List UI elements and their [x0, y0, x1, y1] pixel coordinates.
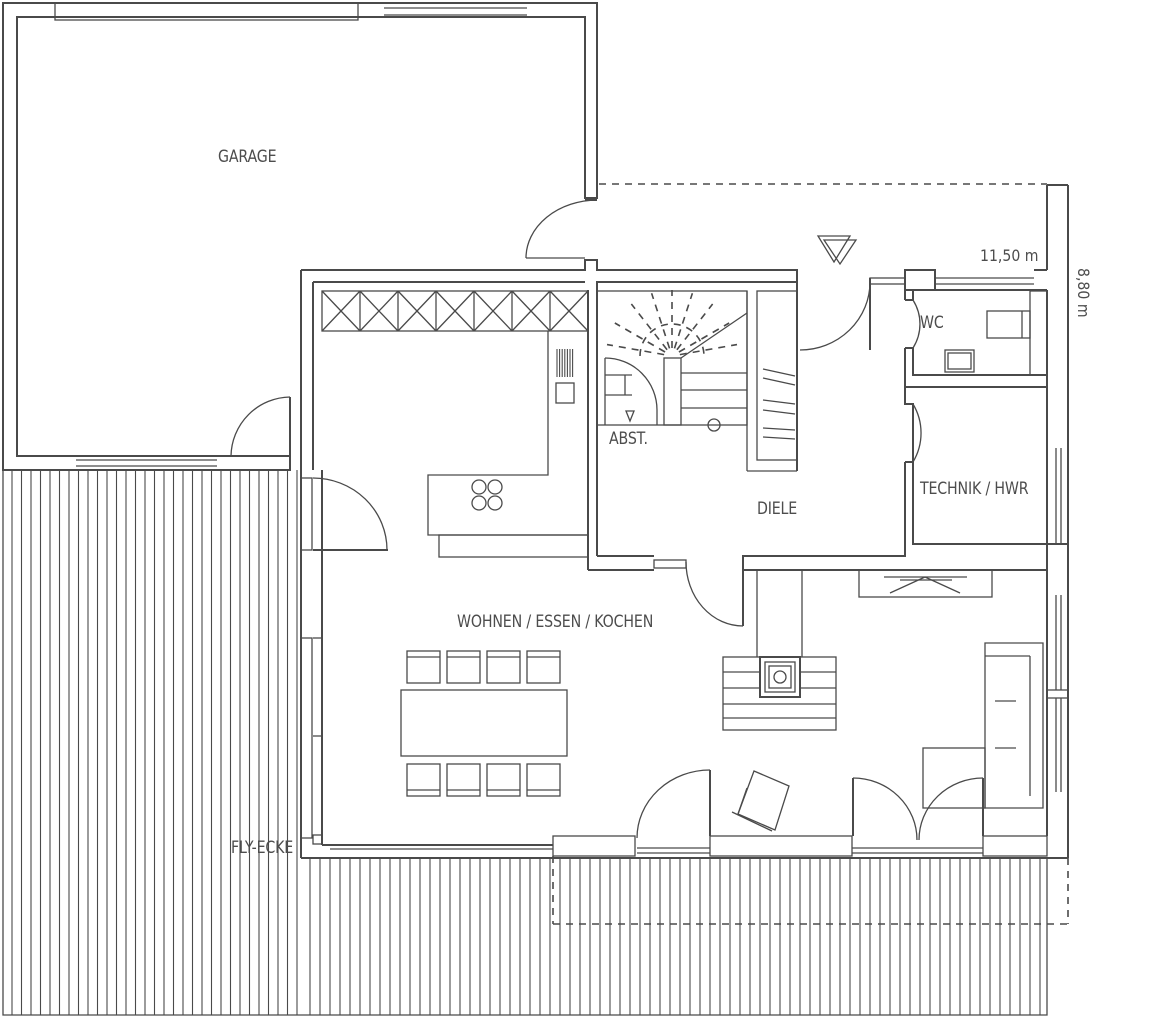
cabinet-cross [435, 290, 475, 332]
room-label-diele: DIELE [757, 499, 798, 518]
dining-chair [486, 650, 521, 684]
chimney [722, 570, 837, 731]
cooktop-icon [471, 479, 503, 511]
room-label-garage: GARAGE [218, 147, 277, 166]
staircase [596, 290, 748, 432]
cabinet-cross [359, 290, 399, 332]
stair-step-upper [676, 303, 714, 351]
cabinet-cross [549, 290, 589, 332]
room-label-abst: ABST. [609, 429, 648, 448]
terrace-doors-bottom [636, 769, 984, 841]
stair-step-upper [673, 292, 694, 349]
kitchen-counter [427, 331, 589, 558]
window-right-wall [1046, 448, 1069, 792]
dining-table [400, 689, 568, 757]
stair-handrail-upper [639, 323, 705, 357]
garage-side-door [230, 396, 291, 457]
staircase-upper-flight [606, 290, 738, 357]
wc-room [904, 269, 1048, 388]
kitchen-cabinet-crosses [321, 290, 589, 332]
room-label-fly-ecke: FLY-ECKE [231, 838, 294, 857]
garage-walls [2, 2, 598, 471]
armchair [731, 770, 790, 832]
living-door [685, 561, 744, 627]
wardrobe [746, 282, 798, 472]
house-exterior-walls [300, 184, 1069, 859]
dimension-depth: 8,80 m [1074, 268, 1093, 318]
stair-step-upper [678, 322, 730, 353]
dimension-width: 11,50 m [980, 246, 1039, 265]
dining-chair [526, 763, 561, 797]
technik-room [742, 387, 1068, 571]
dining-chair [406, 763, 441, 797]
dining-chair [406, 650, 441, 684]
tv-sideboard [858, 569, 993, 598]
terrace-decking-left [11, 470, 298, 1015]
window-bottom-wall [330, 835, 1048, 857]
room-label-wohnen: WOHNEN / ESSEN / KOCHEN [457, 612, 654, 631]
kitchen-sink-icon [556, 349, 574, 377]
entrance-door [799, 277, 906, 351]
dining-chair [526, 650, 561, 684]
stair-step-upper [630, 303, 668, 351]
roof-overhang-dashed [552, 183, 1069, 925]
garage-door-swing [525, 199, 598, 259]
cabinet-cross [473, 290, 513, 332]
stair-step-upper [679, 343, 738, 356]
terrace-decking-bottom [309, 858, 1041, 1015]
terrace-door-left [312, 477, 388, 551]
dining-chair [446, 763, 481, 797]
stair-step-upper [606, 343, 665, 356]
room-label-technik: TECHNIK / HWR [920, 479, 1029, 498]
entrance-marker-icon [816, 235, 858, 266]
cabinet-cross [511, 290, 551, 332]
sofa [922, 642, 1044, 809]
cabinet-cross [397, 290, 437, 332]
cabinet-cross [321, 290, 361, 332]
dining-chairs [406, 650, 561, 797]
window-left-wall [300, 477, 323, 845]
room-label-wc: WC [920, 313, 944, 332]
stair-step-upper [650, 292, 671, 349]
dining-chair [446, 650, 481, 684]
dining-chair [486, 763, 521, 797]
stair-step-upper [614, 322, 666, 353]
